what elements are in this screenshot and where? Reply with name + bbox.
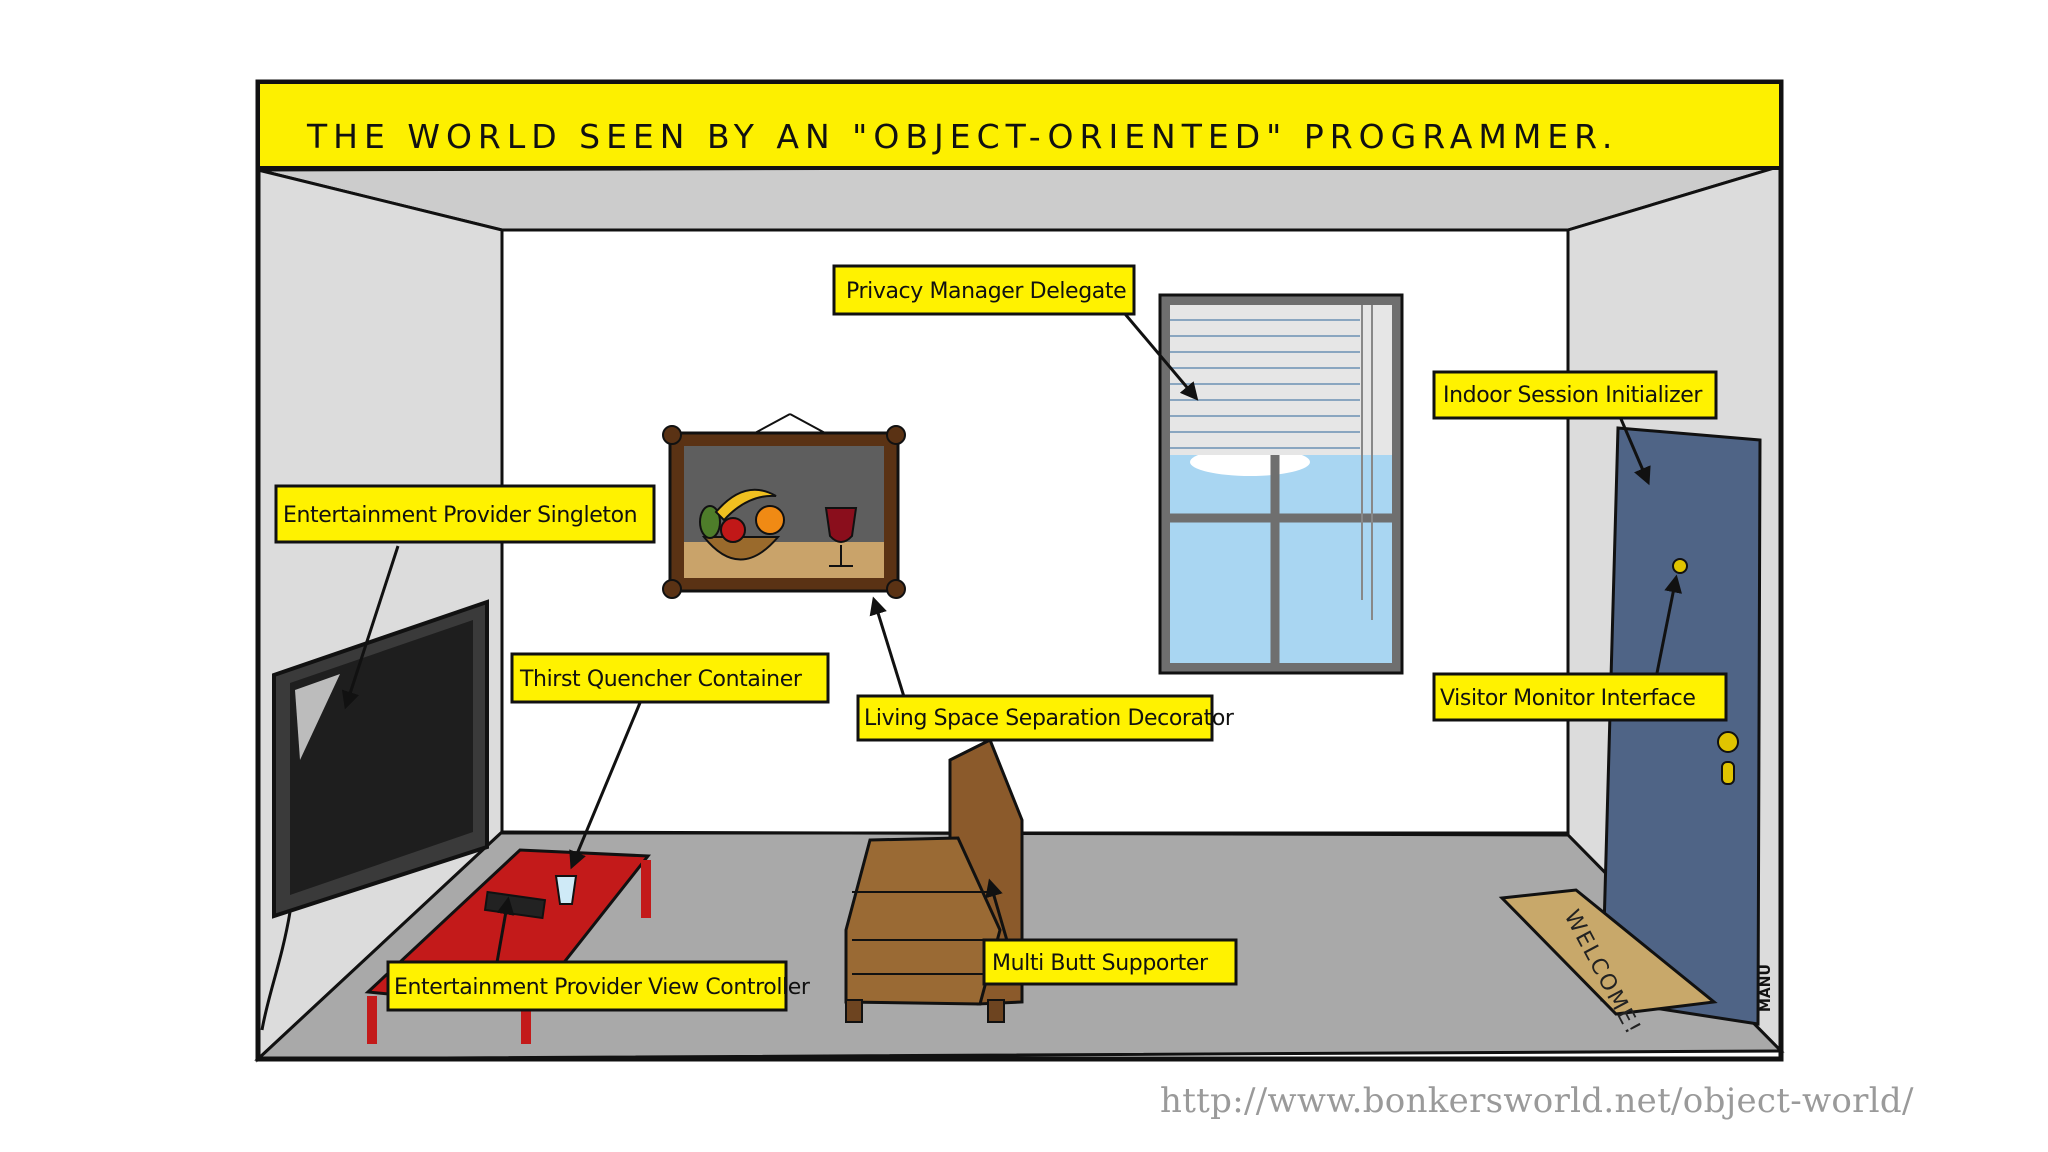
fruit-apple <box>720 517 746 543</box>
label-text: Indoor Session Initializer <box>1443 383 1703 408</box>
tv <box>260 599 489 1031</box>
title-banner: THE WORLD SEEN BY AN "OBJECT-ORIENTED" P… <box>256 80 1783 170</box>
arrow-living <box>869 596 907 701</box>
window-blinds <box>1170 305 1392 455</box>
door-peephole <box>1672 558 1688 574</box>
label-text: Entertainment Provider View Controller <box>394 975 811 1000</box>
fruit-orange <box>755 505 785 535</box>
tv-glare <box>295 674 340 760</box>
label-visitor-monitor-interface: Visitor Monitor Interface <box>1432 672 1728 722</box>
arrows <box>341 307 1683 969</box>
arrow-visitor <box>1654 574 1683 679</box>
wine-glass <box>824 507 858 543</box>
label-text: Entertainment Provider Singleton <box>283 503 637 528</box>
tv-screen <box>290 620 473 895</box>
fruit-bowl <box>701 536 781 561</box>
arrow-ent-view <box>494 896 515 969</box>
label-entertainment-provider-singleton: Entertainment Provider Singleton <box>274 484 656 544</box>
arrow-privacy <box>1118 307 1199 401</box>
label-multi-butt-supporter: Multi Butt Supporter <box>982 938 1238 986</box>
water-glass <box>554 875 578 905</box>
tv-cable <box>260 911 292 1031</box>
sofa-seat <box>844 836 1002 1006</box>
arrow-multibutt <box>985 878 1010 945</box>
label-living-space-separation-decorator: Living Space Separation Decorator <box>856 694 1235 742</box>
label-thirst-quencher-container: Thirst Quencher Container <box>510 652 830 704</box>
ceiling <box>257 164 1782 232</box>
door <box>1600 426 1762 1026</box>
painting <box>662 413 906 599</box>
door-panel <box>1600 426 1762 1026</box>
label-text: Multi Butt Supporter <box>992 951 1209 976</box>
label-text: Living Space Separation Decorator <box>864 706 1235 731</box>
label-text: Visitor Monitor Interface <box>1440 686 1696 711</box>
fruit-pear <box>699 505 721 539</box>
arrow-ent-singleton <box>341 545 400 710</box>
window <box>1158 293 1404 675</box>
artist-signature: MANU <box>1758 964 1774 1012</box>
label-text: Thirst Quencher Container <box>519 667 803 692</box>
arrow-indoor <box>1616 411 1651 486</box>
fruit-banana <box>714 488 777 522</box>
label-entertainment-provider-view-controller: Entertainment Provider View Controller <box>386 960 811 1012</box>
door-lock <box>1721 761 1735 785</box>
arrow-thirst <box>569 697 644 870</box>
door-knob <box>1717 731 1739 753</box>
label-indoor-session-initializer: Indoor Session Initializer <box>1432 370 1718 420</box>
sofa <box>844 737 1024 1023</box>
label-privacy-manager-delegate: Privacy Manager Delegate <box>832 264 1136 316</box>
banner-title: THE WORLD SEEN BY AN "OBJECT-ORIENTED" P… <box>306 117 1618 156</box>
source-url: http://www.bonkersworld.net/object-world… <box>1160 1081 1914 1121</box>
label-text: Privacy Manager Delegate <box>846 279 1126 304</box>
